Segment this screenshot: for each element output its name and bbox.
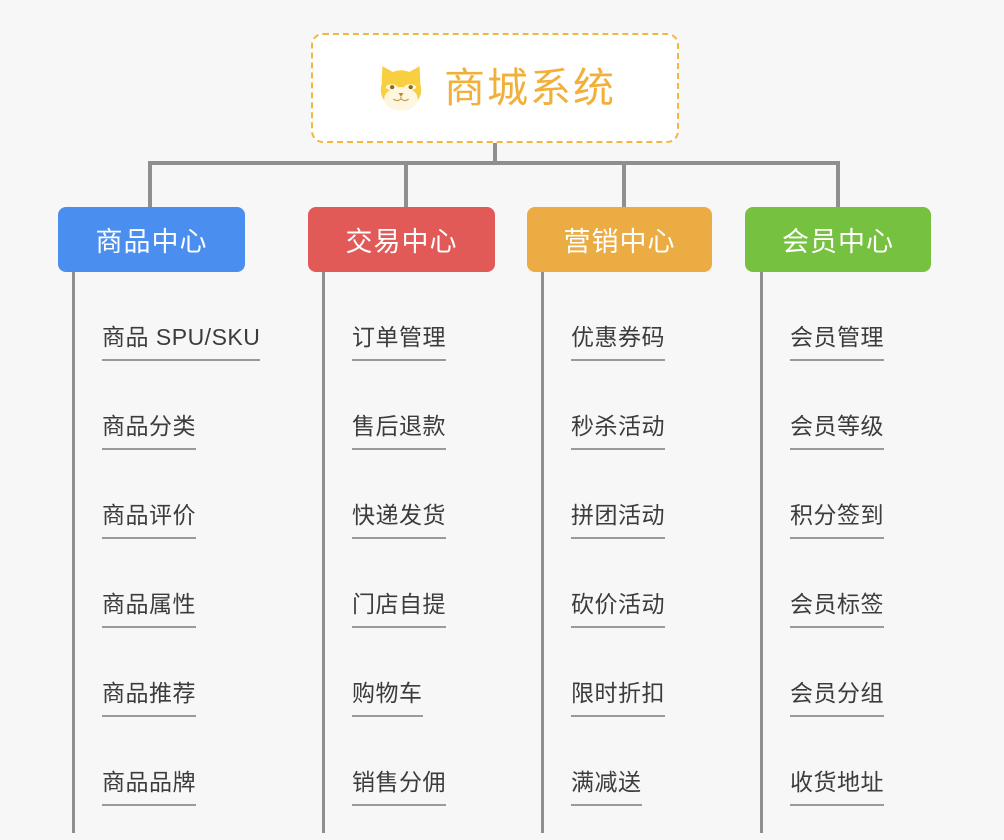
leaf-item[interactable]: 订单管理 — [322, 272, 446, 361]
leaf-item[interactable]: 购物车 — [322, 628, 446, 717]
category-header-1[interactable]: 商品中心 — [58, 207, 245, 272]
category-header-4[interactable]: 会员中心 — [745, 207, 931, 272]
leaf-item[interactable]: 销售分佣 — [322, 717, 446, 806]
category-header-label: 营销中心 — [563, 227, 676, 257]
category-header-2[interactable]: 交易中心 — [308, 207, 495, 272]
leaf-item-label: 拼团活动 — [571, 502, 665, 539]
leaf-item[interactable]: 快递发货 — [322, 450, 446, 539]
leaf-item-label: 积分签到 — [790, 502, 884, 539]
leaf-item-label: 商品推荐 — [102, 680, 196, 717]
leaf-item-label: 会员标签 — [790, 591, 884, 628]
column-spine — [541, 272, 544, 833]
leaf-item[interactable]: 会员管理 — [760, 272, 884, 361]
category-header-3[interactable]: 营销中心 — [527, 207, 712, 272]
leaf-item-label: 会员等级 — [790, 413, 884, 450]
leaf-item-label: 优惠券码 — [571, 324, 665, 361]
leaf-item-label: 满减送 — [571, 769, 642, 806]
leaf-item-label: 砍价活动 — [571, 591, 665, 628]
leaf-item-label: 商品分类 — [102, 413, 196, 450]
leaf-column-1: 商品 SPU/SKU 商品分类 商品评价 商品属性 商品推荐 商品品牌 — [72, 272, 261, 833]
leaf-item-label: 购物车 — [352, 680, 423, 717]
connector-drop-4 — [836, 161, 840, 207]
leaf-item-label: 收货地址 — [790, 769, 884, 806]
leaf-item-label: 秒杀活动 — [571, 413, 665, 450]
leaf-item[interactable]: 秒杀活动 — [541, 361, 665, 450]
leaf-item[interactable]: 收货地址 — [760, 717, 884, 806]
leaf-item[interactable]: 会员分组 — [760, 628, 884, 717]
connector-root-stem — [493, 143, 497, 165]
leaf-item[interactable]: 商品分类 — [72, 361, 260, 450]
leaf-item[interactable]: 售后退款 — [322, 361, 446, 450]
column-spine — [322, 272, 325, 833]
leaf-item[interactable]: 积分签到 — [760, 450, 884, 539]
connector-drop-2 — [404, 161, 408, 207]
leaf-item-label: 限时折扣 — [571, 680, 665, 717]
leaf-item[interactable]: 会员标签 — [760, 539, 884, 628]
leaf-item-label: 门店自提 — [352, 591, 446, 628]
leaf-item-label: 商品属性 — [102, 591, 196, 628]
connector-horizontal-bus — [148, 161, 840, 165]
leaf-item[interactable]: 商品 SPU/SKU — [72, 272, 261, 361]
leaf-item[interactable]: 商品属性 — [72, 539, 260, 628]
leaf-item-label: 商品 SPU/SKU — [102, 324, 261, 361]
leaf-item[interactable]: 拼团活动 — [541, 450, 665, 539]
leaf-item[interactable]: 砍价活动 — [541, 539, 665, 628]
leaf-item[interactable]: 商品品牌 — [72, 717, 260, 806]
column-spine — [72, 272, 75, 833]
leaf-item[interactable]: 商品评价 — [72, 450, 260, 539]
leaf-item-label: 销售分佣 — [352, 769, 446, 806]
connector-drop-1 — [148, 161, 152, 207]
leaf-item-label: 商品品牌 — [102, 769, 196, 806]
leaf-item-label: 订单管理 — [352, 324, 446, 361]
leaf-item[interactable]: 限时折扣 — [541, 628, 665, 717]
leaf-item[interactable]: 优惠券码 — [541, 272, 665, 361]
leaf-column-3: 优惠券码 秒杀活动 拼团活动 砍价活动 限时折扣 满减送 — [541, 272, 665, 833]
leaf-column-2: 订单管理 售后退款 快递发货 门店自提 购物车 销售分佣 — [322, 272, 446, 833]
leaf-column-4: 会员管理 会员等级 积分签到 会员标签 会员分组 收货地址 — [760, 272, 884, 833]
column-spine — [760, 272, 763, 833]
category-header-label: 商品中心 — [95, 227, 208, 257]
leaf-item[interactable]: 门店自提 — [322, 539, 446, 628]
root-title: 商城系统 — [444, 64, 616, 111]
root-node[interactable]: 商城系统 — [311, 33, 679, 143]
category-header-label: 交易中心 — [345, 227, 458, 257]
category-header-label: 会员中心 — [782, 227, 894, 257]
leaf-item[interactable]: 满减送 — [541, 717, 665, 806]
leaf-item[interactable]: 会员等级 — [760, 361, 884, 450]
leaf-item-label: 售后退款 — [352, 413, 446, 450]
shiba-dog-face-icon — [380, 66, 422, 111]
leaf-item-label: 会员管理 — [790, 324, 884, 361]
leaf-item-label: 会员分组 — [790, 680, 884, 717]
connector-drop-3 — [622, 161, 626, 207]
leaf-item-label: 快递发货 — [352, 502, 446, 539]
leaf-item-label: 商品评价 — [102, 502, 196, 539]
leaf-item[interactable]: 商品推荐 — [72, 628, 260, 717]
